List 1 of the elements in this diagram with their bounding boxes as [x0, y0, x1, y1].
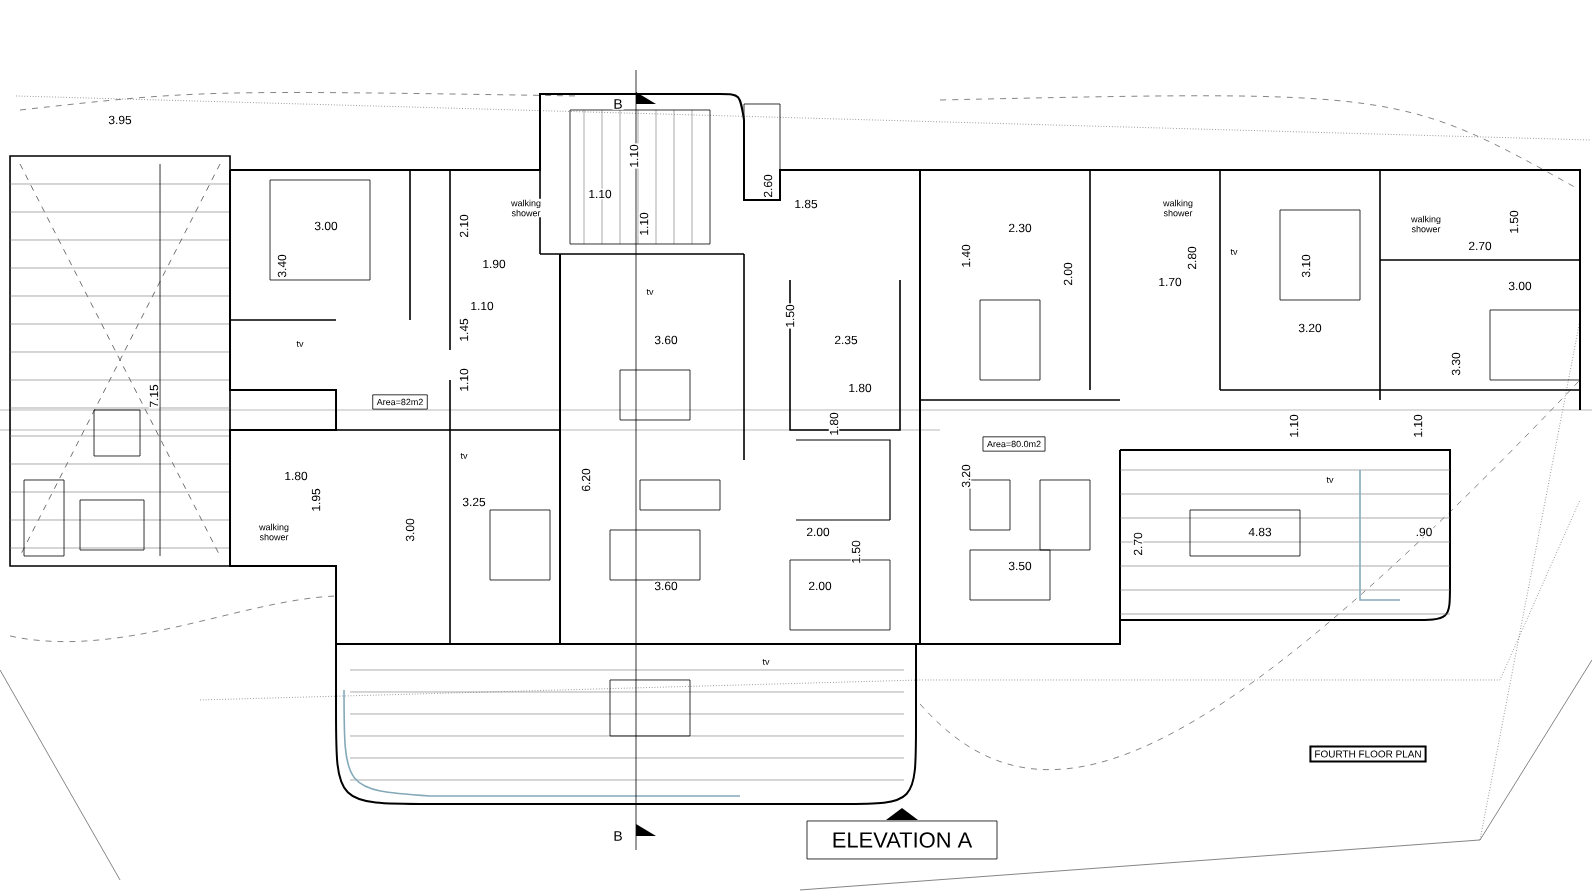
title-box: ELEVATION A — [806, 820, 998, 860]
